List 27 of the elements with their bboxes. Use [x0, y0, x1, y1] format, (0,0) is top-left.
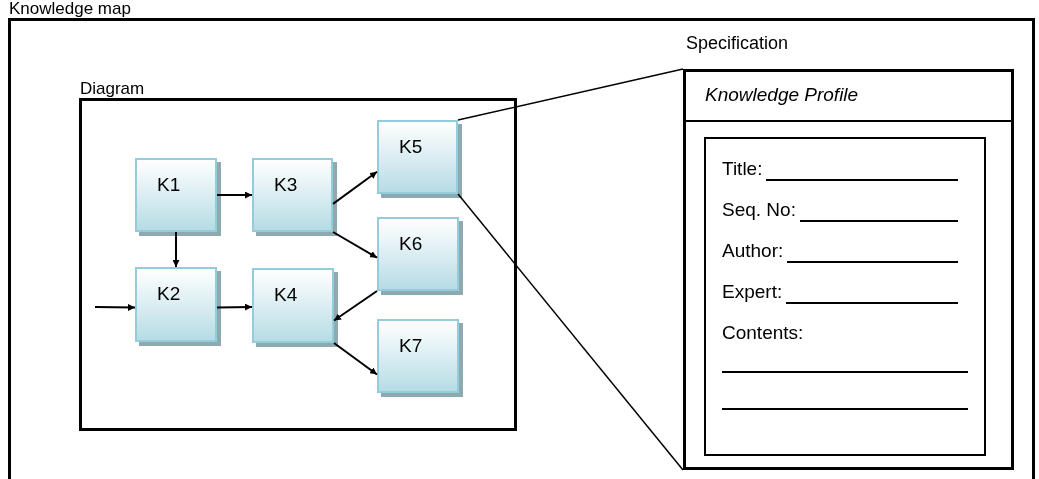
field-label: Title:	[722, 157, 763, 181]
field-label: Expert:	[722, 280, 783, 304]
arrow	[94, 303, 136, 311]
profile-form	[704, 137, 986, 456]
node-label: K1	[157, 174, 182, 196]
arrow	[172, 231, 180, 268]
field-label: Author:	[722, 239, 784, 263]
arrow	[333, 342, 378, 376]
connector-line	[457, 68, 684, 121]
node-label: K3	[274, 174, 299, 196]
frame-title: Knowledge map	[9, 0, 131, 19]
node-label: K6	[399, 233, 424, 255]
node-label: K4	[274, 284, 299, 306]
panel-title: Specification	[686, 32, 789, 54]
field-label: Contents:	[722, 321, 805, 345]
connector-line	[457, 193, 684, 471]
arrow	[216, 191, 253, 199]
node-label: K7	[399, 335, 424, 357]
arrow	[333, 290, 378, 322]
arrow	[216, 303, 253, 311]
field-label: Seq. No:	[722, 198, 796, 222]
arrow	[332, 170, 378, 205]
node-label: K2	[157, 283, 182, 305]
node-label: K5	[399, 136, 424, 158]
panel-header: Knowledge Profile	[686, 72, 1011, 122]
frame-title: Diagram	[80, 79, 145, 99]
arrow	[332, 231, 378, 259]
